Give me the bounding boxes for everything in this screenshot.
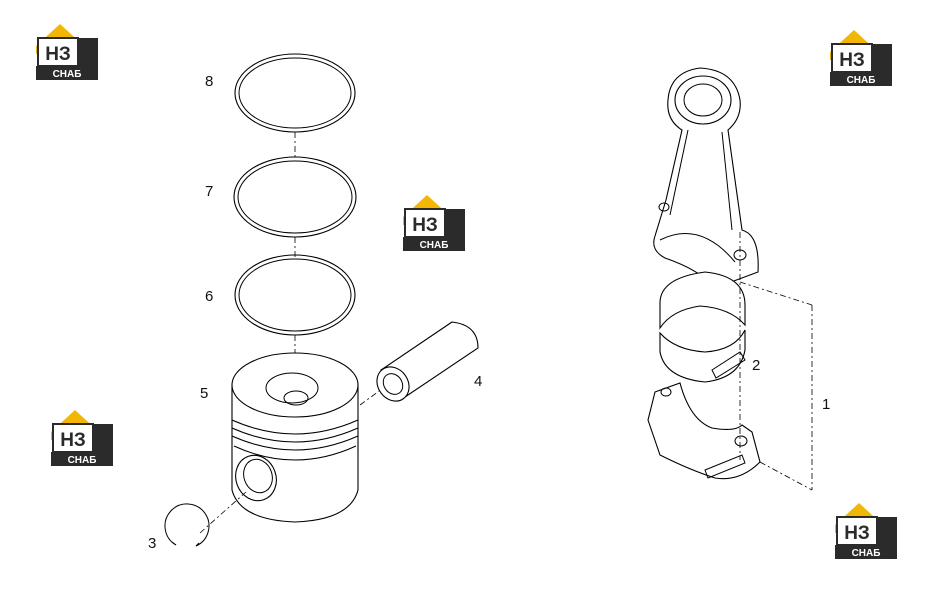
bearing-shell-2 xyxy=(659,271,746,383)
logo-caption: СНАБ xyxy=(420,240,449,251)
logo-letters: НЗ xyxy=(839,50,865,71)
logo-letters: НЗ xyxy=(412,215,438,236)
logo-letters: НЗ xyxy=(844,523,870,544)
connecting-rod-1 xyxy=(653,67,759,289)
logo-caption: СНАБ xyxy=(852,548,881,559)
logo-letters: НЗ xyxy=(60,430,86,451)
watermark-logo: НЗ СНАБ xyxy=(35,23,99,81)
callout-7: 7 xyxy=(205,183,213,200)
piston-ring-7 xyxy=(233,156,357,238)
logo-caption: СНАБ xyxy=(53,69,82,80)
logo-caption: СНАБ xyxy=(68,455,97,466)
piston-pin-4 xyxy=(376,321,479,402)
callout-1: 1 xyxy=(822,396,830,413)
watermark-logo: НЗ СНАБ xyxy=(50,409,114,467)
callout-2: 2 xyxy=(752,357,760,374)
logo-letters: НЗ xyxy=(45,44,71,65)
watermark-logo: НЗ СНАБ xyxy=(402,194,466,252)
callout-4: 4 xyxy=(474,373,482,390)
watermark-logo: НЗ СНАБ xyxy=(829,29,893,87)
callout-6: 6 xyxy=(205,288,213,305)
piston-5 xyxy=(231,352,359,523)
callout-8: 8 xyxy=(205,73,213,90)
piston-ring-8 xyxy=(234,53,356,133)
callout-3: 3 xyxy=(148,535,156,552)
callout-5: 5 xyxy=(200,385,208,402)
watermark-logo: НЗ СНАБ xyxy=(834,502,898,560)
bearing-cap xyxy=(647,382,761,480)
snap-ring-3 xyxy=(164,503,210,547)
piston-ring-6 xyxy=(234,254,356,336)
logo-caption: СНАБ xyxy=(847,75,876,86)
